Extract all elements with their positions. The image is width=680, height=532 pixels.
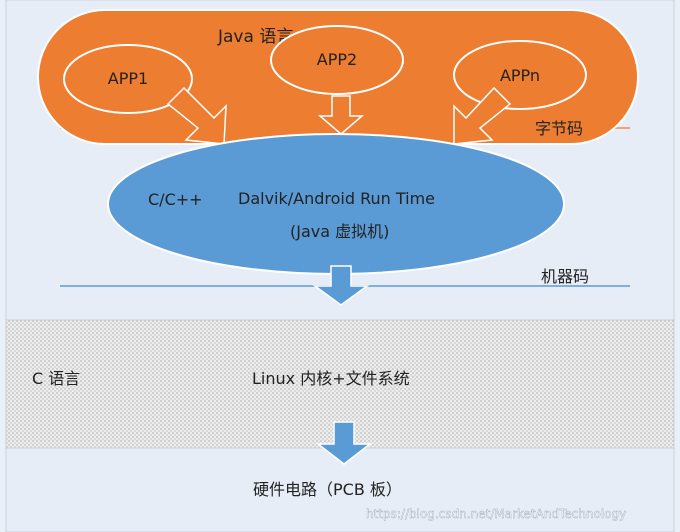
machine-code-label: 机器码 (541, 267, 589, 286)
bytecode-label: 字节码 (535, 119, 583, 138)
app1-label: APP1 (108, 69, 148, 88)
hardware-label: 硬件电路（PCB 板） (253, 480, 402, 499)
java-layer-title: Java 语言 (217, 27, 293, 47)
kernel-left-label: C 语言 (32, 369, 80, 388)
app2-bubble (270, 25, 404, 95)
app2-label: APP2 (317, 50, 357, 69)
vm-left-label: C/C++ (148, 190, 203, 209)
vm-subtitle: (Java 虚拟机) (290, 222, 389, 241)
kernel-to-hardware-arrow (315, 421, 373, 465)
watermark: https://blog.csdn.net/MarketAndTechnolog… (366, 507, 626, 521)
appn-bubble (453, 40, 587, 110)
app2-arrow (317, 95, 365, 135)
app1-arrow (166, 86, 227, 145)
kernel-title: Linux 内核+文件系统 (252, 369, 410, 388)
vm-title: Dalvik/Android Run Time (238, 189, 435, 208)
appn-arrow (453, 86, 512, 145)
appn-label: APPn (500, 66, 540, 85)
vm-to-kernel-arrow (312, 265, 370, 306)
app1-bubble (63, 44, 193, 114)
